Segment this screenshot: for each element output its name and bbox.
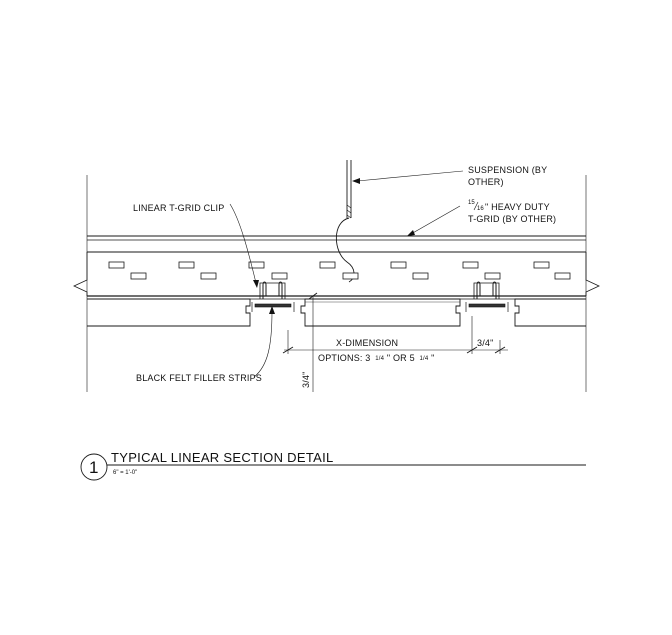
break-lines <box>73 252 600 296</box>
linear-panels <box>87 298 586 327</box>
t-grid-clip-right <box>465 281 509 312</box>
tgrid-fraction-denominator: 16 <box>477 206 484 212</box>
leader-lines <box>229 170 464 378</box>
dimension-lines <box>282 292 508 392</box>
options-fraction-2: 1/4 <box>419 356 428 362</box>
options-suffix: " <box>431 353 434 363</box>
t-grid-slots <box>108 261 571 280</box>
right-dimension-label: 3/4" <box>477 338 494 348</box>
title-block: 1 TYPICAL LINEAR SECTION DETAIL 6" = 1'-… <box>80 450 586 481</box>
detail-title: TYPICAL LINEAR SECTION DETAIL <box>111 450 334 465</box>
options-prefix: OPTIONS: 3 <box>318 353 371 363</box>
felt-strips-label: BLACK FELT FILLER STRIPS <box>136 373 262 383</box>
options-label: OPTIONS: 3 1/4 " OR 5 1/4 " <box>318 352 435 363</box>
options-fraction-1: 1/4 <box>375 356 384 362</box>
suspension-label-line1: SUSPENSION (BY <box>468 165 547 175</box>
suspension-wire <box>336 160 355 283</box>
tgrid-fraction-numerator: 15 <box>468 200 475 206</box>
x-dimension-label: X-DIMENSION <box>336 338 398 348</box>
t-grid-runner <box>87 235 586 253</box>
vertical-dimension-label: 3/4" <box>301 371 311 388</box>
suspension-label-line2: OTHER) <box>468 177 504 187</box>
detail-border-lines <box>86 175 587 392</box>
tgrid-label-line2: T-GRID (BY OTHER) <box>468 214 556 224</box>
t-grid-clip-left <box>251 281 295 312</box>
tgrid-label-line1: " HEAVY DUTY <box>485 202 550 212</box>
options-mid: " OR 5 <box>387 353 415 363</box>
detail-number: 1 <box>89 458 98 477</box>
detail-number-circle <box>80 453 108 481</box>
detail-scale: 6" = 1'-0" <box>113 470 137 476</box>
clip-label: LINEAR T-GRID CLIP <box>133 203 224 213</box>
